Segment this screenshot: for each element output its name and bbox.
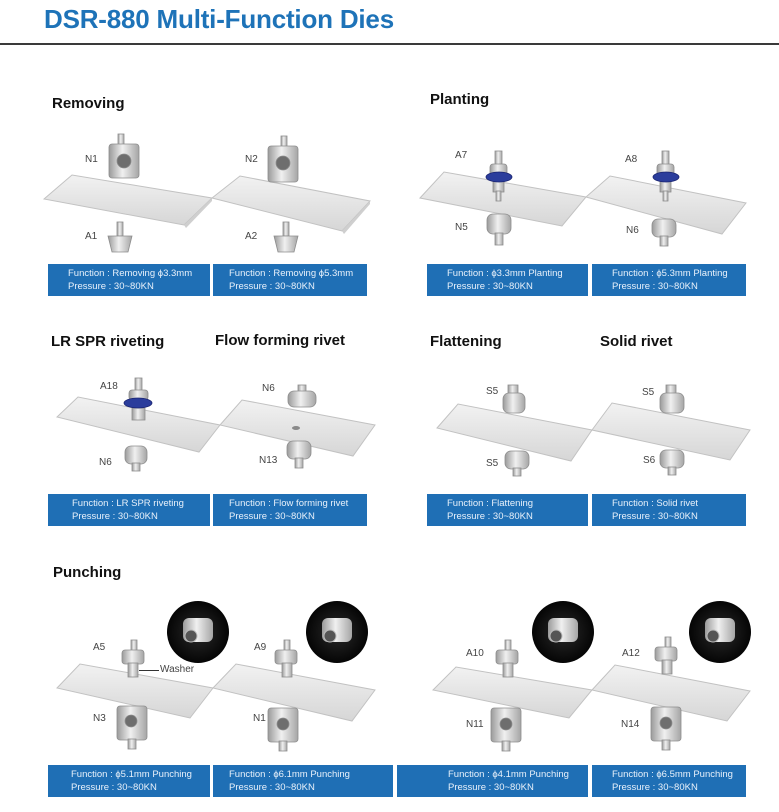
spec-pressure: Pressure : 30~80KN bbox=[229, 280, 315, 292]
lower-die bbox=[107, 213, 685, 752]
label-a12: A12 bbox=[622, 648, 640, 659]
label-s6: S6 bbox=[643, 455, 656, 466]
spec-function: Function : ϕ6.5mm Punching bbox=[612, 769, 733, 780]
spec-pressure: Pressure : 30~80KN bbox=[229, 510, 315, 522]
spec-card-planting-3-3: Function : ϕ3.3mm Planting Pressure : 30… bbox=[427, 264, 588, 296]
spec-function: Function : Removing ϕ5.3mm bbox=[229, 268, 354, 279]
spec-pressure: Pressure : 30~80KN bbox=[229, 781, 315, 793]
spec-card-flattening: Function : Flattening Pressure : 30~80KN bbox=[427, 494, 588, 526]
section-removing: Removing bbox=[52, 95, 125, 112]
section-lr-spr: LR SPR riveting bbox=[51, 333, 165, 350]
label-s5: S5 bbox=[642, 387, 655, 398]
spec-function: Function : ϕ3.3mm Planting bbox=[447, 268, 563, 279]
spec-pressure: Pressure : 30~80KN bbox=[612, 280, 698, 292]
label-a8: A8 bbox=[625, 154, 638, 165]
label-n6: N6 bbox=[99, 457, 112, 468]
label-washer: Washer bbox=[160, 664, 195, 675]
label-a18: A18 bbox=[100, 381, 118, 392]
section-flow-forming: Flow forming rivet bbox=[215, 332, 346, 349]
spec-card-punch-6-1: Function : ϕ6.1mm Punching Pressure : 30… bbox=[213, 765, 393, 797]
plate-hole bbox=[292, 426, 300, 430]
spec-function: Function : Solid rivet bbox=[612, 498, 699, 509]
spec-pressure: Pressure : 30~80KN bbox=[447, 510, 533, 522]
punch-closeup bbox=[167, 601, 751, 663]
section-flattening: Flattening bbox=[430, 333, 502, 350]
spec-pressure: Pressure : 30~80KN bbox=[612, 781, 698, 793]
spec-card-flow-forming: Function : Flow forming rivet Pressure :… bbox=[213, 494, 367, 526]
label-s5: S5 bbox=[486, 458, 499, 469]
spec-pressure: Pressure : 30~80KN bbox=[72, 510, 158, 522]
spec-card-punch-4-1: Function : ϕ4.1mm Punching Pressure : 30… bbox=[397, 765, 588, 797]
blue-ring bbox=[123, 171, 680, 409]
label-a1: A1 bbox=[85, 231, 98, 242]
label-n2: N2 bbox=[245, 154, 258, 165]
spec-function: Function : Removing ϕ3.3mm bbox=[68, 268, 193, 279]
label-a5: A5 bbox=[93, 642, 106, 653]
label-n6: N6 bbox=[626, 225, 639, 236]
page-title: DSR-880 Multi-Function Dies bbox=[44, 4, 394, 34]
spec-pressure: Pressure : 30~80KN bbox=[612, 510, 698, 522]
washer-leader bbox=[139, 670, 159, 671]
spec-card-solid-rivet: Function : Solid rivet Pressure : 30~80K… bbox=[592, 494, 746, 526]
spec-card-punch-5-1: Function : ϕ5.1mm Punching Pressure : 30… bbox=[48, 765, 210, 797]
label-a9: A9 bbox=[254, 642, 267, 653]
label-n14: N14 bbox=[621, 719, 640, 730]
label-n1: N1 bbox=[85, 154, 98, 165]
label-a7: A7 bbox=[455, 150, 468, 161]
upper-die bbox=[108, 133, 685, 678]
plate bbox=[42, 171, 751, 722]
label-n5: N5 bbox=[455, 222, 468, 233]
label-n3: N3 bbox=[93, 713, 106, 724]
label-n1: N1 bbox=[253, 713, 266, 724]
section-planting: Planting bbox=[430, 91, 490, 108]
label-n11: N11 bbox=[466, 719, 484, 730]
title-divider bbox=[0, 43, 779, 45]
spec-function: Function : ϕ4.1mm Punching bbox=[448, 769, 569, 780]
label-n13: N13 bbox=[259, 455, 278, 466]
label-a2: A2 bbox=[245, 231, 258, 242]
spec-function: Function : ϕ6.1mm Punching bbox=[229, 769, 350, 780]
section-punching: Punching bbox=[53, 564, 122, 581]
spec-pressure: Pressure : 30~80KN bbox=[448, 781, 534, 793]
label-a10: A10 bbox=[466, 648, 484, 659]
spec-pressure: Pressure : 30~80KN bbox=[447, 280, 533, 292]
spec-card-removing-3-3: Function : Removing ϕ3.3mm Pressure : 30… bbox=[48, 264, 210, 296]
spec-card-lr-spr: Function : LR SPR riveting Pressure : 30… bbox=[48, 494, 210, 526]
spec-function: Function : LR SPR riveting bbox=[72, 498, 184, 509]
section-solid-rivet: Solid rivet bbox=[600, 333, 673, 350]
spec-card-planting-5-3: Function : ϕ5.3mm Planting Pressure : 30… bbox=[592, 264, 746, 296]
spec-card-punch-6-5: Function : ϕ6.5mm Punching Pressure : 30… bbox=[592, 765, 746, 797]
spec-pressure: Pressure : 30~80KN bbox=[68, 280, 154, 292]
spec-card-removing-5-3: Function : Removing ϕ5.3mm Pressure : 30… bbox=[213, 264, 367, 296]
spec-pressure: Pressure : 30~80KN bbox=[71, 781, 157, 793]
label-n6: N6 bbox=[262, 383, 275, 394]
spec-function: Function : ϕ5.3mm Planting bbox=[612, 268, 728, 279]
spec-function: Function : Flow forming rivet bbox=[229, 498, 349, 509]
spec-function: Function : Flattening bbox=[447, 498, 534, 509]
label-s5: S5 bbox=[486, 386, 499, 397]
spec-function: Function : ϕ5.1mm Punching bbox=[71, 769, 192, 780]
